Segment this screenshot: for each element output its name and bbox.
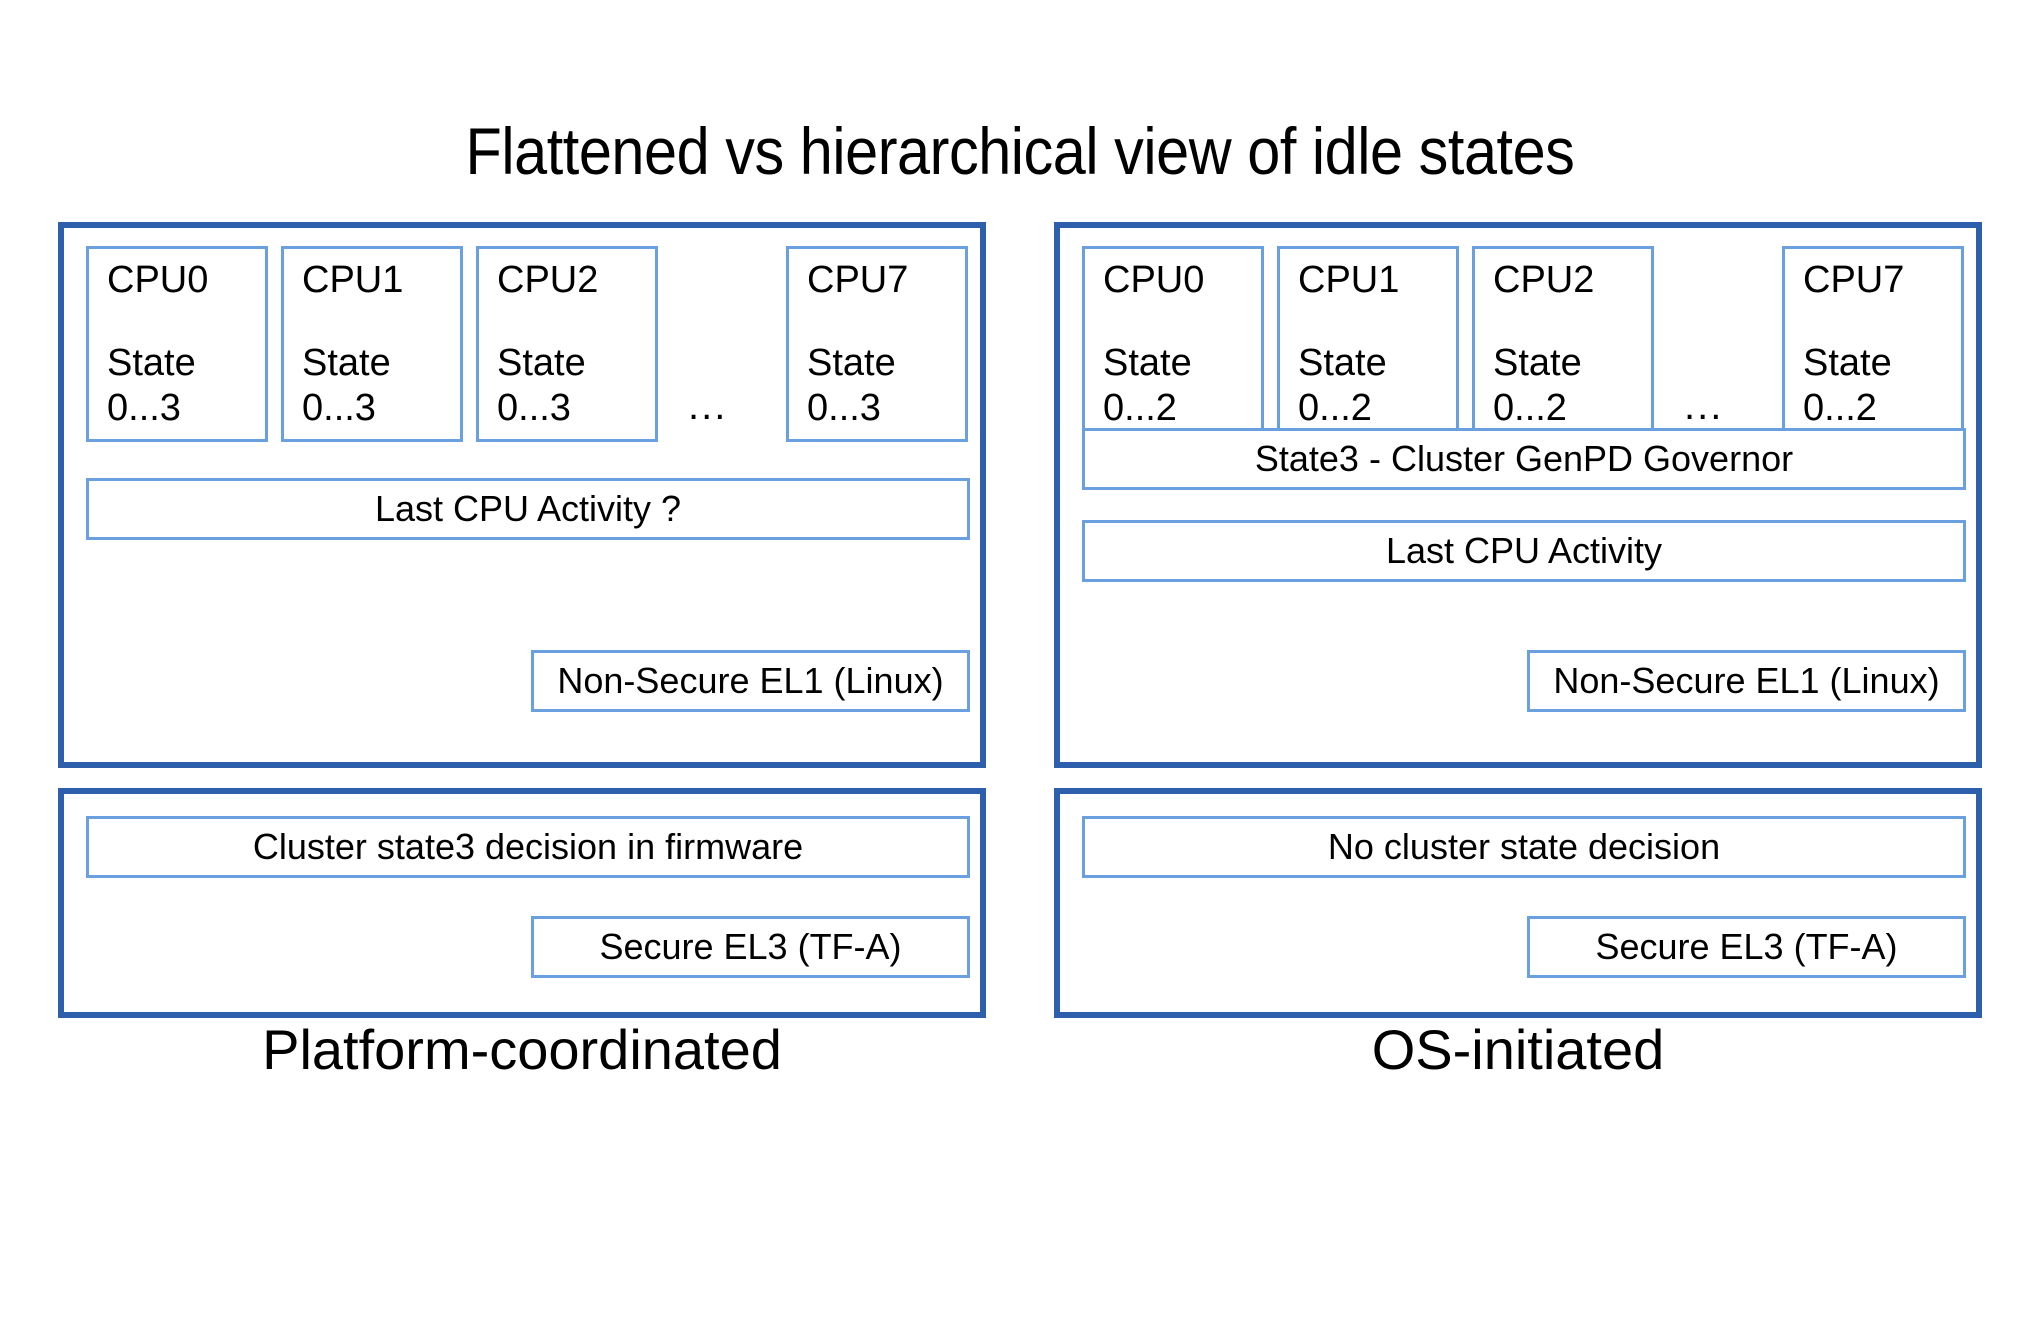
- cpu-box-cpu7-left[interactable]: CPU7 State 0...3: [786, 246, 968, 442]
- cpu-state-range: 0...3: [302, 386, 376, 429]
- panel-caption-os-initiated: OS-initiated: [1371, 1018, 1665, 1081]
- cpu-box-cpu0-left[interactable]: CPU0 State 0...3: [86, 246, 268, 442]
- non-secure-el1-frame-left: CPU0 State 0...3 CPU1 State 0...3 CPU2 S…: [58, 222, 986, 768]
- page-title: Flattened vs hierarchical view of idle s…: [465, 114, 1575, 188]
- cpu-state-range: 0...2: [1803, 386, 1877, 429]
- cpu-box-cpu0-right[interactable]: CPU0 State 0...2: [1082, 246, 1264, 442]
- cpu-ellipsis-right: ...: [1684, 384, 1724, 428]
- secure-el3-frame-left: Cluster state3 decision in firmware Secu…: [58, 788, 986, 1018]
- secure-el3-label-left: Secure EL3 (TF-A): [531, 916, 970, 978]
- cpu-box-cpu2-left[interactable]: CPU2 State 0...3: [476, 246, 658, 442]
- cluster-state-decision-box-left[interactable]: Cluster state3 decision in firmware: [86, 816, 970, 878]
- secure-el3-label-right: Secure EL3 (TF-A): [1527, 916, 1966, 978]
- last-cpu-activity-box-left[interactable]: Last CPU Activity ?: [86, 478, 970, 540]
- cpu-state-range: 0...2: [1103, 386, 1177, 429]
- cpu-state-label: State: [107, 342, 196, 384]
- cpu-label: CPU1: [302, 259, 404, 301]
- cpu-state-label: State: [1803, 342, 1892, 384]
- cpu-state-block: State 0...2: [1103, 341, 1192, 431]
- cpu-box-cpu1-right[interactable]: CPU1 State 0...2: [1277, 246, 1459, 442]
- cpu-state-block: State 0...2: [1493, 341, 1582, 431]
- cpu-label: CPU7: [807, 259, 909, 301]
- cluster-genpd-governor-box[interactable]: State3 - Cluster GenPD Governor: [1082, 428, 1966, 490]
- last-cpu-activity-box-right[interactable]: Last CPU Activity: [1082, 520, 1966, 582]
- cpu-state-label: State: [497, 342, 586, 384]
- cpu-state-label: State: [1298, 342, 1387, 384]
- panel-os-initiated: CPU0 State 0...2 CPU1 State 0...2 CPU2 S…: [1054, 222, 1982, 1018]
- cpu-state-label: State: [1493, 342, 1582, 384]
- cpu-state-block: State 0...2: [1803, 341, 1892, 431]
- cpu-label: CPU2: [1493, 259, 1595, 301]
- cpu-state-block: State 0...3: [302, 341, 391, 431]
- cpu-box-cpu1-left[interactable]: CPU1 State 0...3: [281, 246, 463, 442]
- cpu-state-range: 0...3: [807, 386, 881, 429]
- cpu-label: CPU7: [1803, 259, 1905, 301]
- cpu-state-block: State 0...2: [1298, 341, 1387, 431]
- cpu-state-block: State 0...3: [107, 341, 196, 431]
- non-secure-el1-label-right: Non-Secure EL1 (Linux): [1527, 650, 1966, 712]
- non-secure-el1-label-left: Non-Secure EL1 (Linux): [531, 650, 970, 712]
- panel-caption-platform-coordinated: Platform-coordinated: [262, 1018, 782, 1081]
- cpu-state-block: State 0...3: [807, 341, 896, 431]
- cpu-state-label: State: [302, 342, 391, 384]
- cpu-box-cpu2-right[interactable]: CPU2 State 0...2: [1472, 246, 1654, 442]
- cpu-label: CPU0: [107, 259, 209, 301]
- cpu-state-range: 0...2: [1493, 386, 1567, 429]
- panel-platform-coordinated: CPU0 State 0...3 CPU1 State 0...3 CPU2 S…: [58, 222, 986, 1018]
- cpu-label: CPU1: [1298, 259, 1400, 301]
- cpu-label: CPU2: [497, 259, 599, 301]
- cluster-state-decision-box-right[interactable]: No cluster state decision: [1082, 816, 1966, 878]
- cpu-state-range: 0...3: [107, 386, 181, 429]
- cpu-row-left: CPU0 State 0...3 CPU1 State 0...3 CPU2 S…: [86, 246, 970, 442]
- cpu-state-range: 0...2: [1298, 386, 1372, 429]
- cpu-state-range: 0...3: [497, 386, 571, 429]
- cpu-state-label: State: [1103, 342, 1192, 384]
- cpu-label: CPU0: [1103, 259, 1205, 301]
- cpu-box-cpu7-right[interactable]: CPU7 State 0...2: [1782, 246, 1964, 442]
- secure-el3-frame-right: No cluster state decision Secure EL3 (TF…: [1054, 788, 1982, 1018]
- non-secure-el1-frame-right: CPU0 State 0...2 CPU1 State 0...2 CPU2 S…: [1054, 222, 1982, 768]
- cpu-state-block: State 0...3: [497, 341, 586, 431]
- cpu-state-label: State: [807, 342, 896, 384]
- cpu-row-right: CPU0 State 0...2 CPU1 State 0...2 CPU2 S…: [1082, 246, 1966, 442]
- cpu-ellipsis-left: ...: [688, 384, 728, 428]
